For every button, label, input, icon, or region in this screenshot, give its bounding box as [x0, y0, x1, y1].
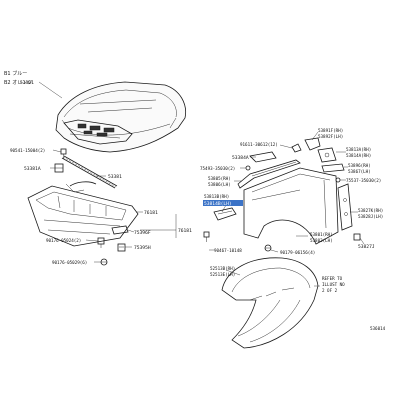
weatherstrip-53381[interactable]: [61, 155, 118, 189]
front-fender-53801[interactable]: [243, 167, 339, 245]
label-76181-b: 76181: [178, 228, 192, 234]
bracket-53891f[interactable]: [304, 137, 321, 151]
hood-scoop-76181[interactable]: [27, 181, 139, 247]
hood-panel[interactable]: [55, 81, 187, 153]
label-52513b: 52513B(RH): [210, 266, 235, 271]
bolt-90541[interactable]: [60, 148, 67, 159]
clip-90176-a[interactable]: [97, 237, 105, 248]
emblem-75396f[interactable]: [111, 225, 129, 235]
label-91611: 91611-30612(12): [240, 142, 278, 147]
label-90541: 90541-15004(2): [10, 148, 45, 153]
label-75537: 75537-35030(2): [346, 178, 381, 183]
label-53814a: 53814A(RH): [346, 153, 371, 158]
label-90467: 90467-10148: [214, 248, 242, 253]
label-53805: 53805(RH): [208, 176, 231, 181]
bolt-91611[interactable]: [291, 143, 302, 153]
screw-75493[interactable]: [245, 165, 251, 171]
protector-53384a[interactable]: [249, 151, 277, 163]
seal-53381a[interactable]: [54, 163, 64, 173]
label-90176-a: 90176-05024(2): [46, 238, 81, 243]
bracket-53827k[interactable]: [337, 183, 353, 231]
label-53801: 53801(RH): [310, 232, 333, 237]
legend-line-2: B2 オレンジ: [4, 80, 32, 86]
label-53814b[interactable]: 53814B(LH): [204, 201, 232, 207]
illustration-code: 536014: [370, 326, 386, 331]
refer-note-line-2: ILLUST NO: [322, 282, 345, 287]
label-53301: 53301: [20, 80, 34, 86]
label-75493: 75493-35030(2): [200, 166, 235, 171]
clip-53827j[interactable]: [353, 233, 361, 241]
label-53828j: 53828J(LH): [358, 214, 383, 219]
label-53813a: 53813A(RH): [346, 147, 371, 152]
screw-90176-b[interactable]: [100, 258, 108, 266]
label-53867: 53867(LH): [348, 169, 371, 174]
label-53827k: 53827K(RH): [358, 208, 383, 213]
label-53892f: 53892F(LH): [318, 134, 343, 139]
label-75396f: 75396F: [134, 230, 151, 236]
seal-53805[interactable]: [237, 159, 301, 189]
refer-note-line-3: 2 OF 2: [322, 288, 338, 293]
fender-liner-52513b[interactable]: [221, 257, 319, 349]
label-75395h: 75395H: [134, 245, 151, 251]
bolt-90467[interactable]: [203, 231, 210, 242]
label-53384a: 53384A: [232, 155, 249, 161]
label-53802: 53802(LH): [310, 238, 333, 243]
label-53896: 53896(RH): [348, 163, 371, 168]
bracket-53813a[interactable]: [317, 147, 337, 163]
label-53806: 53806(LH): [208, 182, 231, 187]
emblem-75395h[interactable]: [117, 243, 126, 252]
seal-53896[interactable]: [321, 163, 345, 173]
bracket-53813b[interactable]: [213, 207, 237, 221]
label-90179: 90179-06156(4): [280, 250, 315, 255]
label-53381: 53381: [108, 174, 122, 180]
label-53891f: 53891F(RH): [318, 128, 343, 133]
label-76181-a: 76181: [144, 210, 158, 216]
highlight-box: [203, 200, 243, 206]
hood-inner-panel[interactable]: [63, 119, 133, 145]
screw-90179[interactable]: [264, 244, 272, 252]
clip-75537[interactable]: [335, 177, 341, 183]
label-52513e: 52513E(LH): [210, 272, 235, 277]
label-53827j: 53827J: [358, 244, 375, 250]
label-53813b: 53813B(RH): [204, 194, 229, 199]
label-53381a: 53381A: [24, 166, 41, 172]
refer-note-line-1: REFER TO: [322, 276, 343, 281]
label-90176-b: 90176-05029(6): [52, 260, 87, 265]
legend-line-1: B1 ブルー: [4, 70, 27, 77]
